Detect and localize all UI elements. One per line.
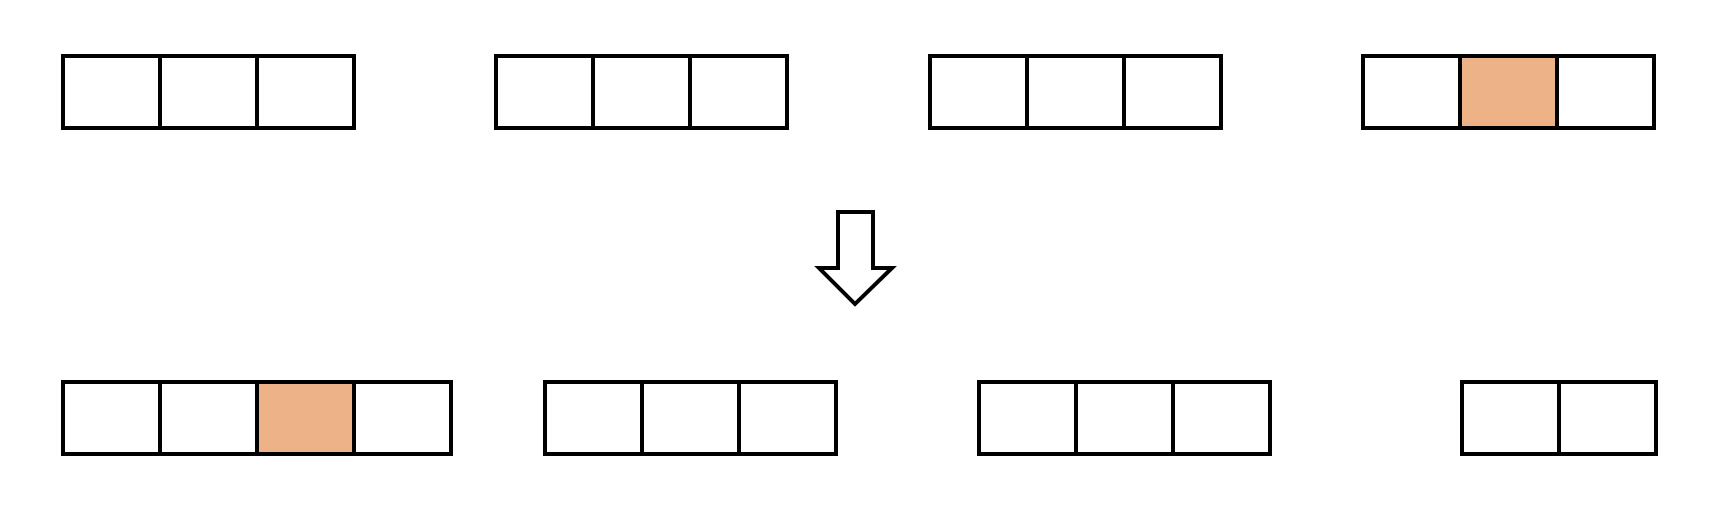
top-row [61, 54, 1656, 130]
highlighted-cell [1458, 54, 1559, 130]
down-arrow-icon [814, 210, 897, 307]
array-cell [1361, 54, 1462, 130]
top-row-group-1 [61, 54, 356, 130]
array-cell [591, 54, 692, 130]
array-cell [1555, 54, 1656, 130]
array-cell [352, 380, 453, 456]
bottom-row-group-3 [977, 380, 1272, 456]
bottom-row-group-2 [543, 380, 838, 456]
top-row-group-2 [494, 54, 789, 130]
bottom-row-group-4 [1460, 380, 1658, 456]
array-cell [61, 380, 162, 456]
array-cell [158, 380, 259, 456]
array-cell [158, 54, 259, 130]
array-cell [1557, 380, 1658, 456]
array-cell [1460, 380, 1561, 456]
array-cell [543, 380, 644, 456]
array-cell [688, 54, 789, 130]
top-row-group-4 [1361, 54, 1656, 130]
array-cell [61, 54, 162, 130]
array-cell [977, 380, 1078, 456]
highlighted-cell [255, 380, 356, 456]
array-cell [928, 54, 1029, 130]
array-cell [1171, 380, 1272, 456]
bottom-row-group-1 [61, 380, 453, 456]
array-cell [640, 380, 741, 456]
array-cell [494, 54, 595, 130]
array-cell [737, 380, 838, 456]
array-cell [1025, 54, 1126, 130]
bottom-row [61, 380, 1658, 456]
array-cell [1122, 54, 1223, 130]
arrow-layer [814, 210, 897, 307]
top-row-group-3 [928, 54, 1223, 130]
array-cell [255, 54, 356, 130]
array-cell [1074, 380, 1175, 456]
